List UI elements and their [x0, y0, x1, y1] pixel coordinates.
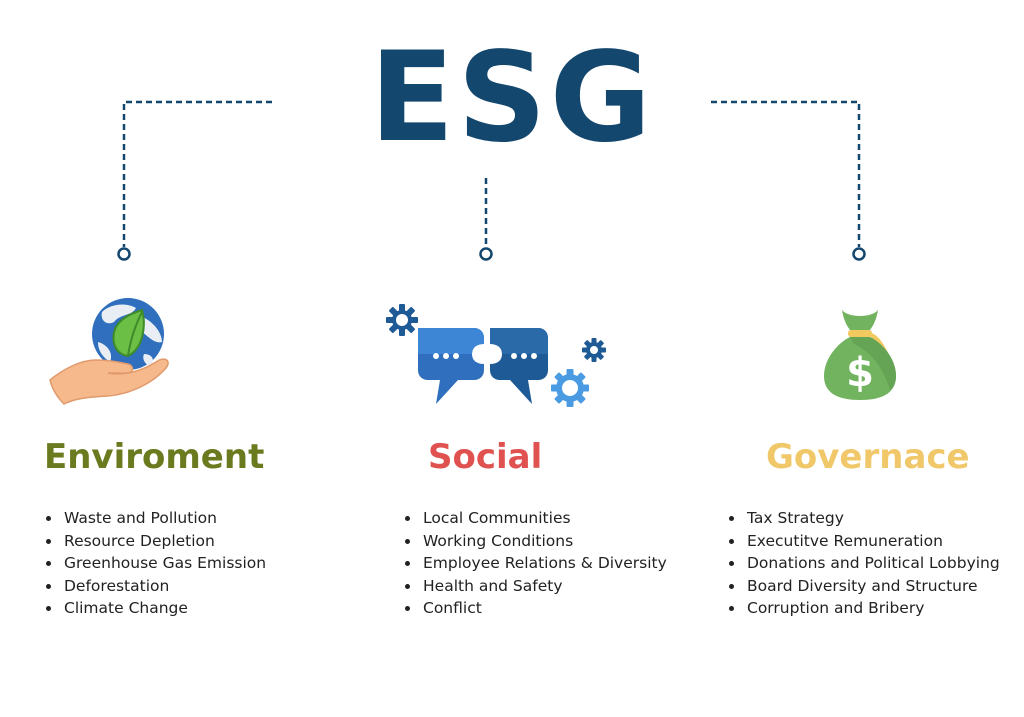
- svg-text:$: $: [846, 350, 874, 396]
- globe-in-hand-with-leaf-icon: [49, 298, 169, 405]
- list-item: Climate Change: [44, 597, 344, 620]
- social-list: Local Communities Working Conditions Emp…: [403, 507, 723, 620]
- list-item: Employee Relations & Diversity: [403, 552, 723, 575]
- list-item: Tax Strategy: [727, 507, 1023, 530]
- list-item: Health and Safety: [403, 575, 723, 598]
- list-item: Board Diversity and Structure: [727, 575, 1023, 598]
- connector-node-center: [479, 247, 493, 261]
- connector-node-left: [117, 247, 131, 261]
- diagram-title: ESG: [369, 26, 655, 170]
- pillar-title-environment: Enviroment: [44, 437, 265, 477]
- list-item: Resource Depletion: [44, 530, 344, 553]
- list-item: Local Communities: [403, 507, 723, 530]
- list-item: Conflict: [403, 597, 723, 620]
- governance-list: Tax Strategy Executitve Remuneration Don…: [727, 507, 1023, 620]
- connector-right: [711, 100, 861, 247]
- connector-node-right: [852, 247, 866, 261]
- pillar-title-social: Social: [428, 437, 543, 477]
- list-item: Waste and Pollution: [44, 507, 344, 530]
- list-item: Corruption and Bribery: [727, 597, 1023, 620]
- list-item: Greenhouse Gas Emission: [44, 552, 344, 575]
- list-item: Donations and Political Lobbying: [727, 552, 1023, 575]
- environment-list: Waste and Pollution Resource Depletion G…: [44, 507, 344, 620]
- money-bag-icon: $: [824, 310, 896, 400]
- connector-left: [122, 100, 272, 247]
- list-item: Executitve Remuneration: [727, 530, 1023, 553]
- list-item: Working Conditions: [403, 530, 723, 553]
- list-item: Deforestation: [44, 575, 344, 598]
- pillar-title-governance: Governace: [766, 437, 970, 477]
- speech-bubbles-with-gears-icon: [386, 304, 606, 407]
